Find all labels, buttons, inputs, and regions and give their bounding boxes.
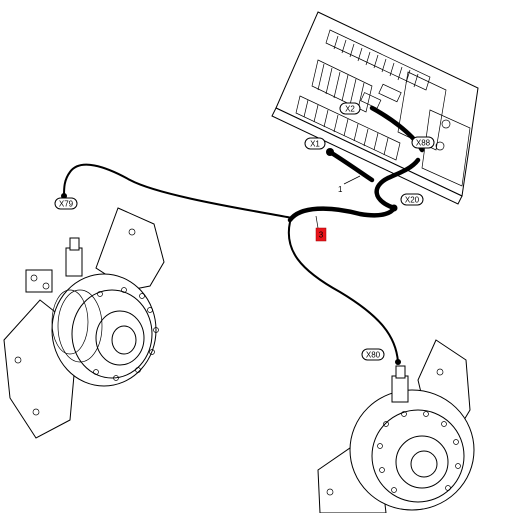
connector-label-x88: X88: [416, 138, 431, 147]
highlight-marker[interactable]: [315, 227, 327, 242]
connector-label-x1: X1: [310, 139, 320, 148]
connector-label-x2: X2: [345, 104, 355, 113]
callout-item-1: 1: [338, 185, 343, 194]
connector-label-x20: X20: [405, 195, 420, 204]
wheel-hub-left: [3, 207, 165, 439]
connector-tag-x80: X80: [361, 348, 385, 361]
connector-tag-x88: X88: [411, 136, 435, 149]
connector-tag-x79: X79: [54, 197, 78, 210]
connector-tag-x1: X1: [304, 137, 326, 150]
connector-label-x80: X80: [366, 350, 381, 359]
control-unit: [271, 11, 479, 205]
wheel-hub-right: [317, 339, 475, 513]
connector-tag-x2: X2: [339, 102, 361, 115]
callout-item-3[interactable]: 3: [319, 231, 324, 240]
connector-label-x79: X79: [59, 199, 74, 208]
connector-tag-x20: X20: [400, 193, 424, 206]
